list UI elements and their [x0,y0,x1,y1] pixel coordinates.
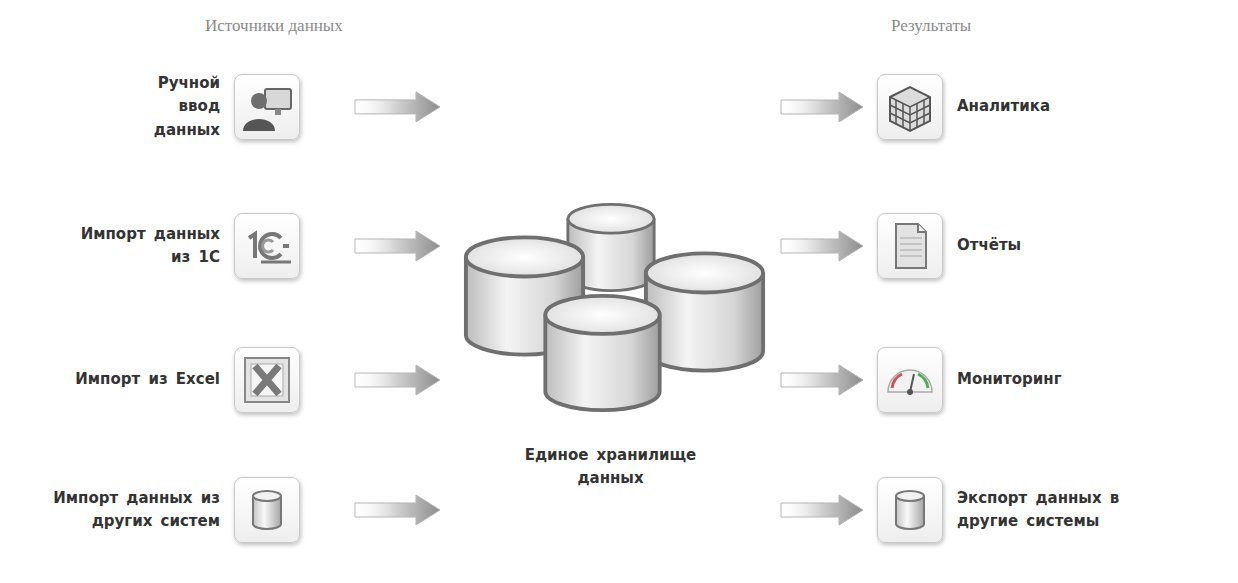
node-label: Импорт из Excel [75,368,220,391]
column-header: Результаты [891,16,971,36]
icon-tile [234,74,300,140]
column-header: Источники данных [205,16,343,36]
node-label: Экспорт данных в другие системы [957,487,1147,534]
icon-node: Импорт данных из 1С [80,213,300,279]
node-label: Импорт данных из других систем [50,487,220,534]
flow-arrow [781,365,863,395]
flow-arrow [355,495,440,525]
icon-tile [877,477,943,543]
storage-node: Единое хранилище данных [448,82,773,544]
icon [235,348,299,412]
icon-node: Ручной ввод данных [120,72,300,142]
icon-tile [234,213,300,279]
icon-tile [877,347,943,413]
database-cylinder [646,253,763,370]
icon-tile [234,477,300,543]
flow-arrow [355,365,440,395]
flow-arrow [781,92,863,122]
flow-arrow [355,92,440,122]
icon [878,75,942,139]
node-label: Отчёты [957,234,1021,257]
icon [878,348,942,412]
icon [235,478,299,542]
node-label: Мониторинг [957,368,1062,391]
icon-node: Аналитика [877,74,1050,140]
icon [235,75,299,139]
icon-node: Импорт из Excel [75,347,300,413]
icon-node: Экспорт данных в другие системы [877,477,1147,543]
node-label: Импорт данных из 1С [80,223,220,270]
node-label: Единое хранилище данных [511,444,711,491]
icon [235,214,299,278]
icon-node: Импорт данных из других систем [50,477,300,543]
icon [878,478,942,542]
flow-arrow [355,231,440,261]
icon-node: Мониторинг [877,347,1062,413]
icon-tile [234,347,300,413]
flow-arrow [781,495,863,525]
node-label: Аналитика [957,95,1050,118]
icon-node: Отчёты [877,213,1021,279]
node-label: Ручной ввод данных [120,72,220,142]
icon [878,214,942,278]
icon-tile [877,74,943,140]
icon-tile [877,213,943,279]
database-cylinder [545,296,659,410]
flow-arrow [781,231,863,261]
